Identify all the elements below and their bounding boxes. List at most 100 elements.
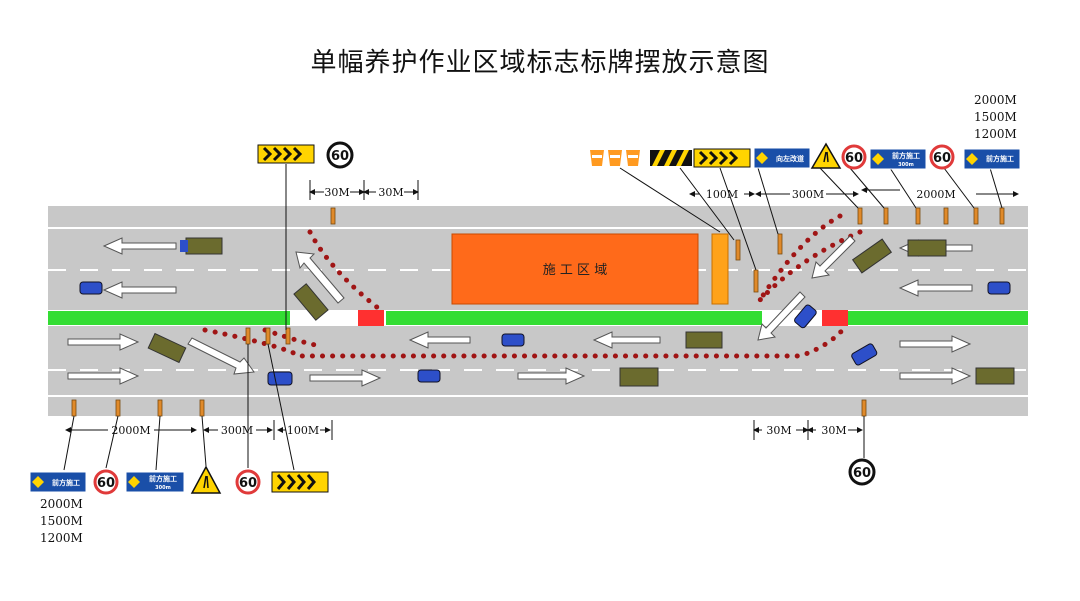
ahead-construction-text: 前方施工 [149,474,177,483]
ahead-construction-subtext: 300m [155,485,171,491]
median-strip [48,311,290,325]
speed-limit-value: 60 [97,476,115,491]
speed-limit-sign: 60 [848,458,876,486]
dimension-label: 30M [766,424,791,437]
arrow-diagonal-icon [811,235,856,279]
chevron-sign-top-left [257,144,315,164]
median-strip [386,311,762,325]
cone-line [757,213,843,303]
truck-icon [685,331,723,349]
chevron-right-icon [698,150,739,166]
median-barrier [358,310,384,326]
buffer-board [711,233,729,305]
distance-item: 2000M [40,497,83,511]
sign-post [115,399,121,417]
median-barrier [822,310,848,326]
arrow-diagonal-icon [295,251,345,304]
ahead-construction-sign: 前方施工 300m [869,148,927,170]
sign-post [999,207,1005,225]
car-icon [267,371,293,386]
arrow-right-icon [899,367,972,385]
arrow-left-icon [408,331,471,349]
car-icon [417,369,441,383]
speed-limit-value: 60 [933,151,951,166]
truck-icon [185,237,223,255]
merge-left-text: 向左改道 [776,154,804,163]
car-icon [851,343,878,366]
dimension-label: 100M [706,188,738,201]
sign-post [735,239,741,261]
sign-post [883,207,889,225]
speed-limit-sign: 60 [841,144,867,170]
diamond-icon [966,153,978,165]
truck-icon [147,332,187,364]
truck-icon [851,238,893,274]
speed-limit-value: 60 [845,151,863,166]
work-zone [451,233,699,305]
chevron-sign-bottom [271,471,329,493]
traffic-arrows [67,235,973,387]
dimension-label: 30M [821,424,846,437]
distance-list-bottom-left: 2000M 1500M 1200M [40,496,83,547]
ahead-construction-sign: 前方施工 300m [125,471,185,493]
arrow-right-icon [67,333,140,351]
dimension-lines [65,180,1019,440]
dimension-label: 300M [792,188,824,201]
arrow-left-icon [102,237,177,255]
cone-line [262,327,323,349]
truck-icon [619,367,659,387]
ahead-construction-sign: 前方施工 [963,148,1021,170]
distance-item: 1200M [40,531,83,545]
dimension-label: 100M [287,424,319,437]
cone-line [757,229,863,303]
arrow-diagonal-icon [757,291,806,341]
sign-post [777,233,783,255]
diamond-icon [872,153,884,165]
ahead-construction-text: 前方施工 [52,478,80,487]
sign-post [973,207,979,225]
car-icon [501,333,525,347]
speed-limit-sign: 60 [326,141,354,169]
dimension-label: 300M [221,424,253,437]
car-icon [987,281,1011,295]
speed-limit-sign: 60 [929,144,955,170]
sign-post [857,207,863,225]
car-icon [79,281,103,295]
dimension-label: 30M [378,186,403,199]
ahead-construction-sign: 前方施工 [29,471,87,493]
arrow-diagonal-icon [187,337,255,375]
speed-limit-value: 60 [331,149,349,164]
sign-post [71,399,77,417]
barrel-icon [608,150,622,166]
arrow-right-icon [899,335,972,353]
ahead-construction-subtext: 300m [898,162,914,168]
truck-icon [907,239,947,257]
speed-limit-value: 60 [239,476,257,491]
sign-post [943,207,949,225]
dimension-label: 2000M [111,424,150,437]
arrow-left-icon [898,279,973,297]
diagram-title: 单幅养护作业区域标志标牌摆放示意图 [310,48,770,78]
ahead-construction-text: 前方施工 [892,151,920,160]
warning-triangle-sign [810,142,842,169]
arrow-left-icon [102,281,177,299]
distance-item: 1500M [974,110,1017,124]
distance-list-top-right: 2000M 1500M 1200M [974,92,1017,143]
work-zone-label: 施 工 区 域 [543,263,607,278]
chevron-right-icon [276,474,316,490]
striped-barrier-sign [650,150,692,166]
arrow-right-icon [309,369,382,387]
sign-post [753,269,759,293]
truck-icon [975,367,1015,385]
chevron-right-icon [262,146,303,162]
truck-cab-icon [180,240,188,252]
sign-post [915,207,921,225]
truck-icon [293,283,329,321]
sign-post [265,327,271,345]
sign-post [157,399,163,417]
sign-post [861,399,867,417]
warning-triangle-sign [190,465,222,494]
barrel-icon [590,150,604,166]
sign-post [245,327,251,345]
